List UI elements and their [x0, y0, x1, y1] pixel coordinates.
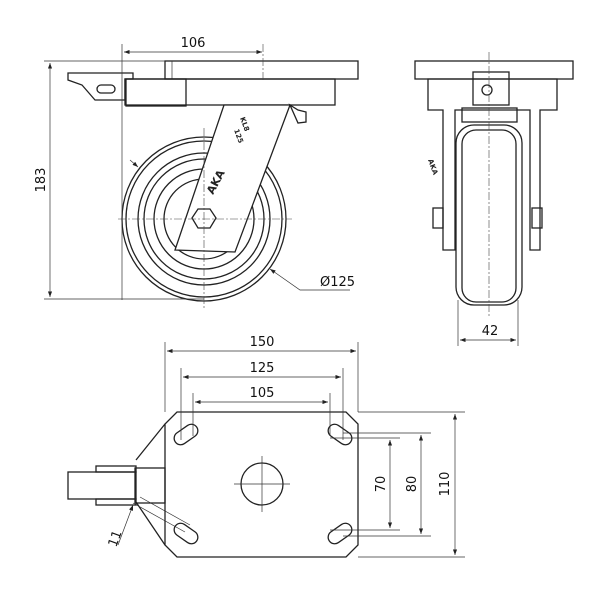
dim-slot-inner: 105 — [250, 386, 275, 401]
dim-slot-width: 11 — [106, 528, 126, 549]
bottom-view: 150 125 105 70 80 110 11 — [67, 335, 465, 558]
fork-logo-front: AKA — [426, 158, 439, 177]
axle-nut — [191, 208, 217, 229]
dim-plate-height: 110 — [438, 472, 453, 497]
dim-slot-outer-v: 80 — [405, 476, 420, 493]
mounting-slots — [173, 423, 353, 545]
dim-slot-outer: 125 — [250, 361, 275, 376]
dim-offset: 106 — [181, 36, 206, 51]
front-view: AKA 42 — [414, 52, 574, 346]
dim-slot-inner-v: 70 — [374, 476, 389, 493]
dim-diameter: Ø125 — [320, 275, 355, 290]
side-view: KL8 125 AKA 106 183 Ø125 — [34, 36, 359, 308]
brake-lever — [67, 72, 187, 107]
dim-plate-width: 150 — [250, 335, 275, 350]
dim-height: 183 — [34, 168, 49, 193]
dim-wheel-width: 42 — [482, 324, 499, 339]
